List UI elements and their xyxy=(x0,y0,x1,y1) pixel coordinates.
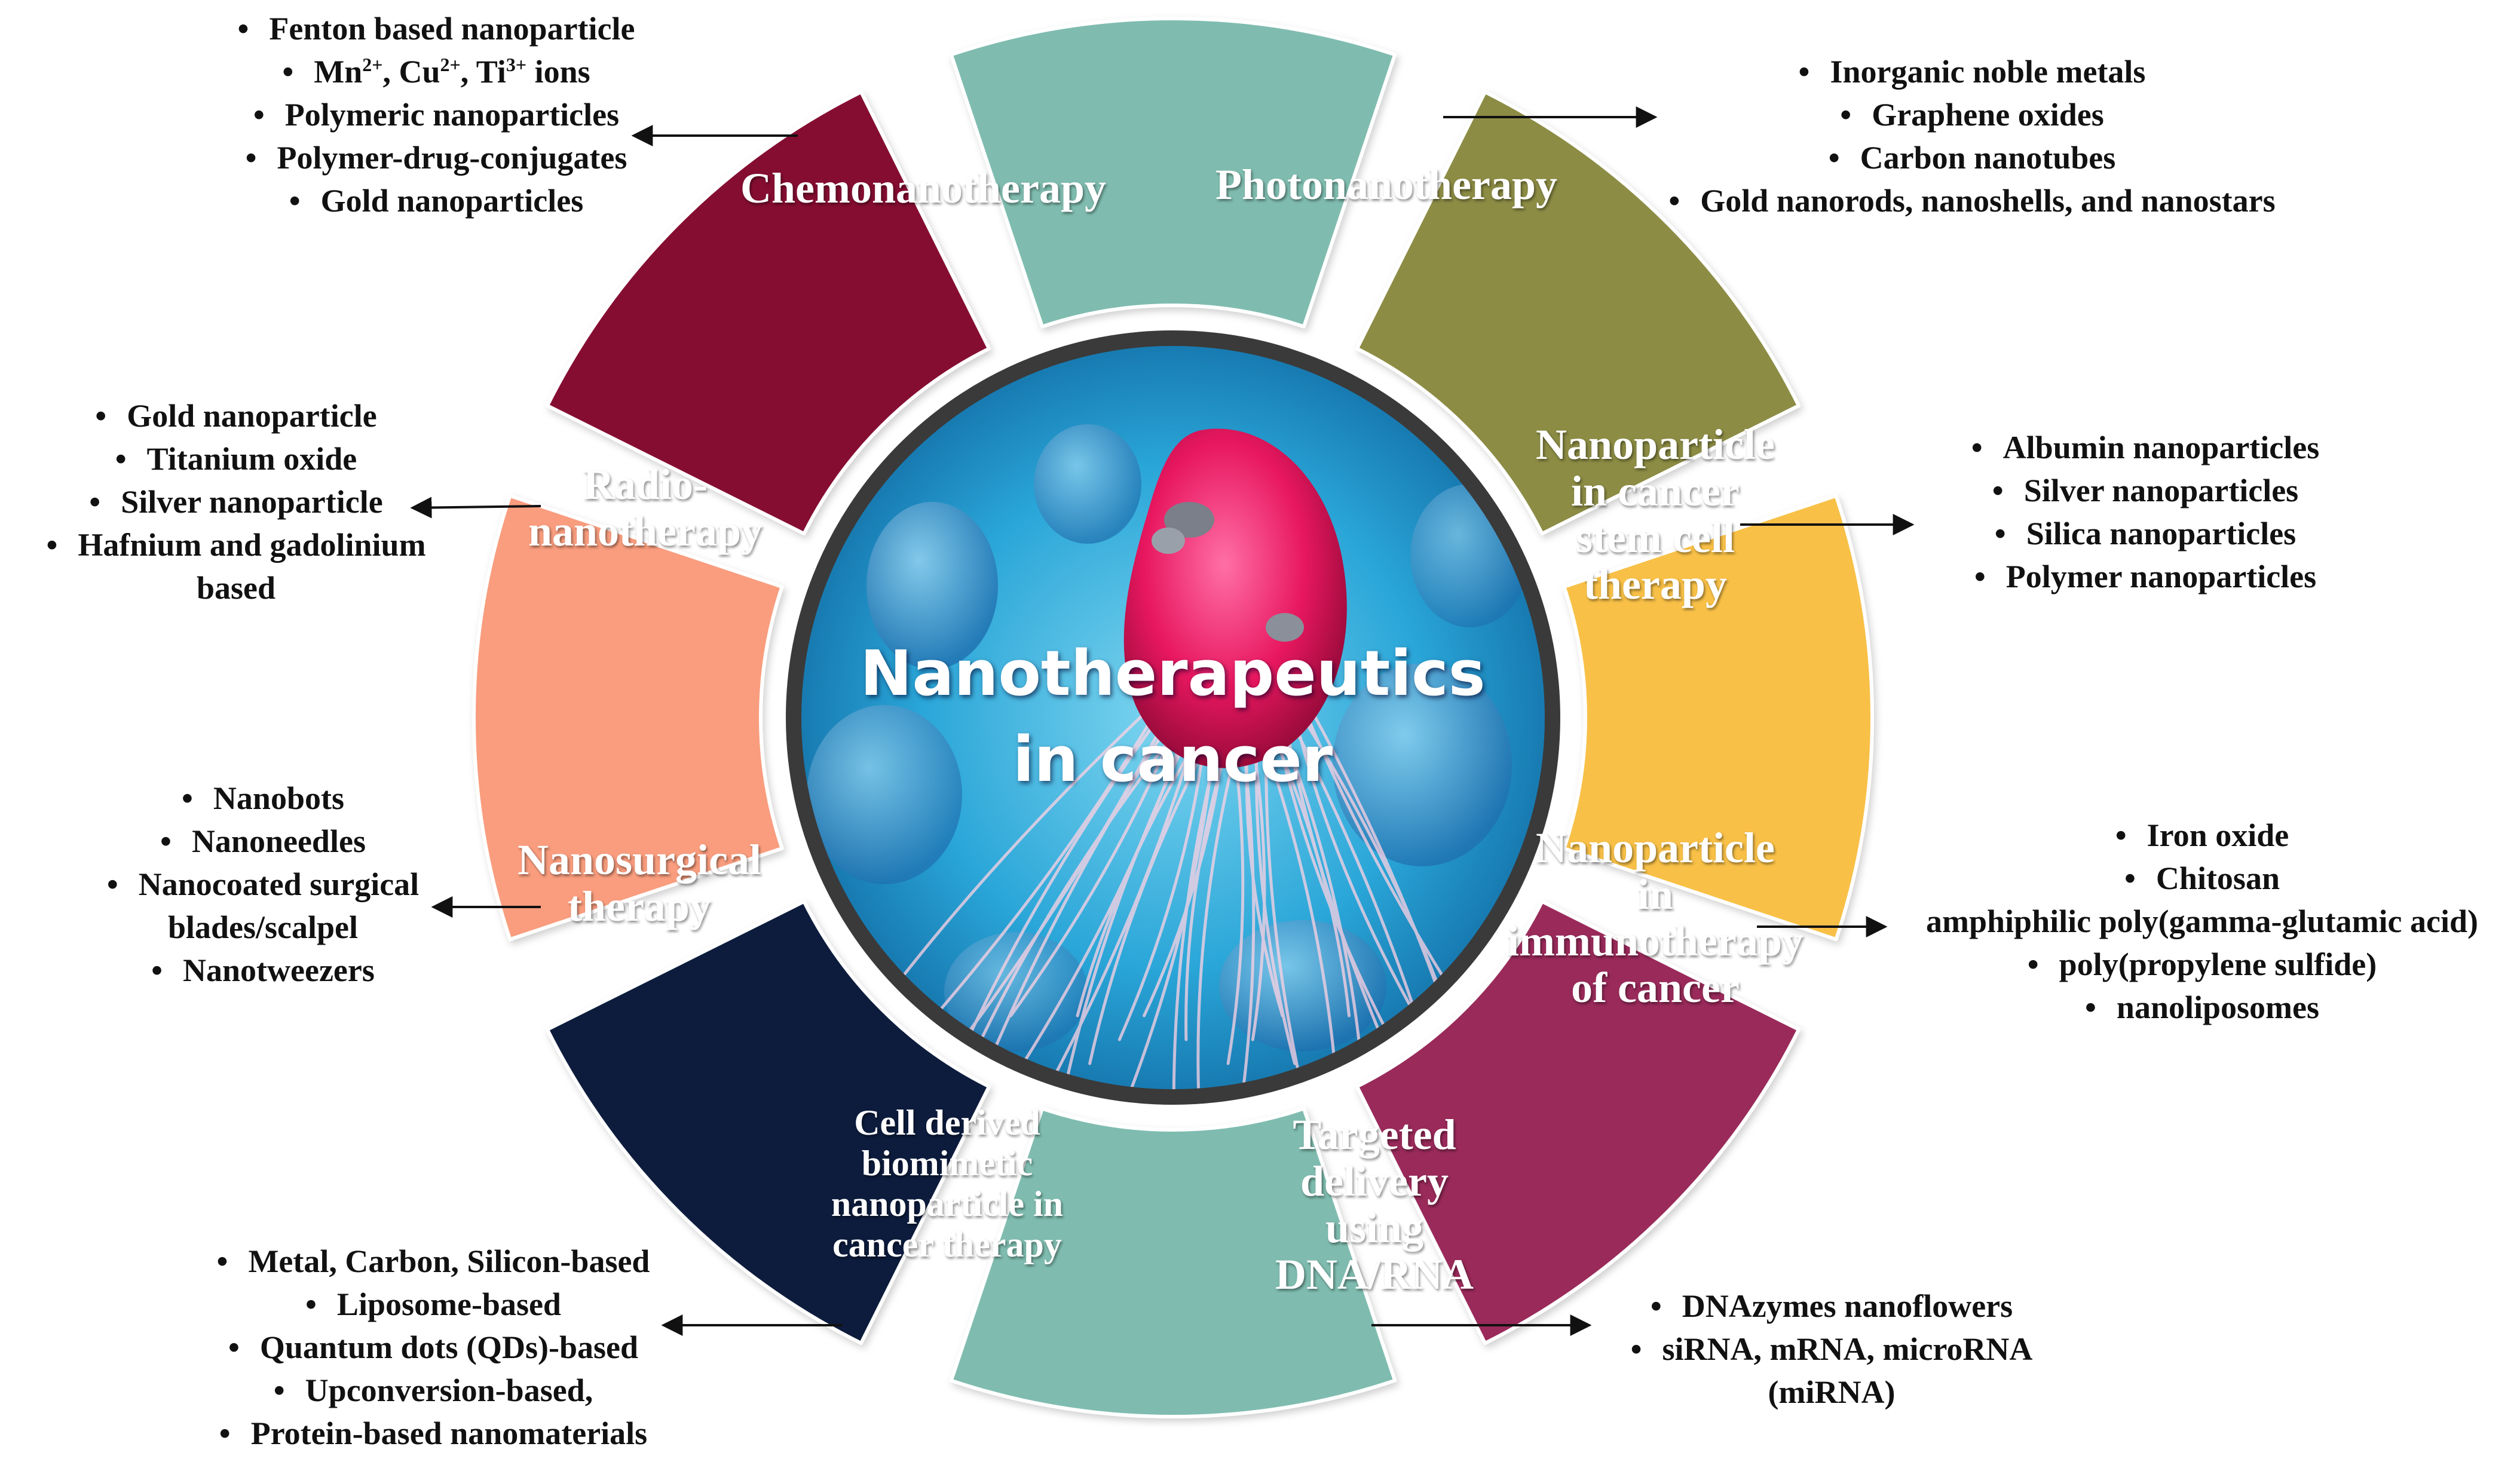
filament xyxy=(913,707,1160,1041)
segment-label-stem: Nanoparticle in cancer stem cell therapy xyxy=(1536,421,1775,608)
filament xyxy=(1250,736,1266,1041)
filament xyxy=(1293,713,1417,1018)
radio-items: Gold nanoparticle Titanium oxide Silver … xyxy=(6,394,466,609)
list-item: Silver nanoparticle xyxy=(6,480,466,523)
list-item-ions: Mn2+, Cu2+, Ti3+ ions xyxy=(167,50,705,93)
segment-stem xyxy=(1562,494,1874,942)
list-item: based xyxy=(196,570,276,606)
center-title-line2: in cancer xyxy=(1012,723,1333,796)
list-item: Titanium oxide xyxy=(6,437,466,480)
list-item: Nanotweezers xyxy=(48,949,478,992)
stem-items: Albumin nanoparticles Silver nanoparticl… xyxy=(1900,426,2390,598)
segment-label-photo: Photonanotherapy xyxy=(1215,161,1558,209)
list-item: amphiphilic poly(gamma-glutamic acid) xyxy=(1925,903,2478,939)
nanoparticle-cluster xyxy=(1164,502,1214,538)
list-item: Graphene oxides xyxy=(1613,93,2331,136)
biomimetic-items: Metal, Carbon, Silicon-based Liposome-ba… xyxy=(149,1240,717,1455)
list-item: Iron oxide xyxy=(1888,814,2516,857)
list-item: Polymer-drug-conjugates xyxy=(167,136,705,179)
center-image xyxy=(786,330,1560,1105)
list-item: Silver nanoparticles xyxy=(1900,469,2390,512)
list-item: nanoliposomes xyxy=(1888,986,2516,1029)
list-item: poly(propylene sulfide) xyxy=(1888,943,2516,986)
center-title: Nanotherapeutics in cancer xyxy=(795,630,1551,802)
list-item: Chitosan xyxy=(1888,857,2516,900)
cell-blob xyxy=(866,502,998,669)
center-ring xyxy=(786,330,1560,1105)
list-item: Nanoneedles xyxy=(48,820,478,863)
list-item: Gold nanorods, nanoshells, and nanostars xyxy=(1613,179,2331,222)
segment-label-immuno: Nanoparticle in immunotherapy of cancer xyxy=(1507,824,1804,1012)
list-item: Liposome-based xyxy=(149,1283,717,1326)
list-item: Nanobots xyxy=(48,777,478,820)
filament xyxy=(1076,733,1202,1018)
nanoparticle-cluster xyxy=(1152,528,1185,554)
list-item: blades/scalpel xyxy=(167,909,359,945)
filament xyxy=(1260,733,1339,1089)
segment-label-radio: Radio- nanotherapy xyxy=(528,461,763,555)
segment-chemo xyxy=(949,17,1397,329)
list-item: Fenton based nanoparticle xyxy=(167,7,705,50)
filament xyxy=(1117,734,1207,1041)
segment-label-nanosurgical: Nanosurgical therapy xyxy=(517,836,762,930)
cell-blob xyxy=(807,705,962,884)
segment-radio xyxy=(545,90,991,536)
segment-nanosurgical xyxy=(472,494,784,942)
filament xyxy=(1279,722,1363,1065)
cell-blob xyxy=(1333,663,1512,866)
filament xyxy=(1172,738,1221,1097)
filament xyxy=(1264,730,1309,1097)
segment-immuno xyxy=(1355,899,1801,1346)
filament xyxy=(1063,728,1193,1089)
list-item: Hafnium and gadolinium xyxy=(6,523,466,566)
list-item: Polymeric nanoparticles xyxy=(167,93,705,136)
filament xyxy=(1009,719,1178,1018)
list-item: siRNA, mRNA, microRNA xyxy=(1578,1328,2086,1371)
list-item: Metal, Carbon, Silicon-based xyxy=(149,1240,717,1283)
list-item: Polymer nanoparticles xyxy=(1900,555,2390,598)
filament xyxy=(1245,737,1284,1018)
cell-blob xyxy=(1034,424,1141,544)
immuno-items: Iron oxide Chitosan amphiphilic poly(gam… xyxy=(1888,814,2516,1029)
list-item: Quantum dots (QDs)-based xyxy=(149,1326,717,1369)
list-item: (miRNA) xyxy=(1768,1374,1896,1410)
nanosurgical-items: Nanobots Nanoneedles Nanocoated surgical… xyxy=(48,777,478,992)
filament xyxy=(1254,734,1297,1065)
dna-items: DNAzymes nanoflowers siRNA, mRNA, microR… xyxy=(1578,1285,2086,1414)
segment-label-chemo: Chemonanotherapy xyxy=(740,164,1107,212)
list-item: Gold nanoparticle xyxy=(6,394,466,437)
list-item: Albumin nanoparticles xyxy=(1900,426,2390,469)
filament xyxy=(979,722,1183,1041)
list-item: DNAzymes nanoflowers xyxy=(1578,1285,2086,1328)
filament xyxy=(1184,739,1230,1041)
list-item: Gold nanoparticles xyxy=(167,179,705,222)
filament xyxy=(1196,738,1240,1089)
segment-label-dna: Targeted delivery using DNA/RNA xyxy=(1275,1111,1474,1298)
list-item: Nanocoated surgical xyxy=(48,863,478,906)
filament xyxy=(1088,736,1212,1065)
filament xyxy=(1034,730,1198,1097)
chemo-items: Fenton based nanoparticle Mn2+, Cu2+, Ti… xyxy=(167,7,705,222)
photo-items: Inorganic noble metals Graphene oxides C… xyxy=(1613,50,2331,222)
filament xyxy=(955,710,1165,1065)
filament xyxy=(1226,739,1245,1065)
list-item: Carbon nanotubes xyxy=(1613,136,2331,179)
list-item: Upconversion-based, xyxy=(149,1369,717,1412)
segment-dna xyxy=(949,1107,1397,1418)
filament xyxy=(1274,725,1393,1041)
segment-photo xyxy=(1355,90,1801,536)
nanoparticle-cluster xyxy=(1266,613,1304,642)
list-item: Silica nanoparticles xyxy=(1900,512,2390,555)
list-item: Protein-based nanomaterials xyxy=(149,1412,717,1455)
list-item: Inorganic noble metals xyxy=(1613,50,2331,93)
center-title-line1: Nanotherapeutics xyxy=(860,637,1486,710)
filament xyxy=(871,703,1155,1018)
segment-label-biomimetic: Cell derived biomimetic nanoparticle in … xyxy=(831,1103,1064,1264)
segment-biomimetic xyxy=(545,899,991,1346)
